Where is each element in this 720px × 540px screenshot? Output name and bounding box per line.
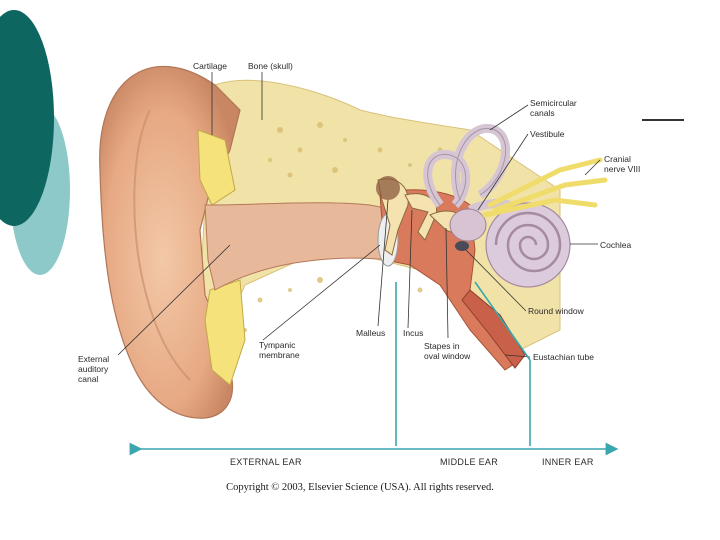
zone-external-ear: EXTERNAL EAR (230, 457, 302, 467)
label-semicircular-canals: Semicircular canals (530, 98, 577, 118)
label-malleus: Malleus (356, 328, 385, 338)
label-bone-skull: Bone (skull) (248, 61, 293, 71)
zone-inner-ear: INNER EAR (542, 457, 594, 467)
copyright-notice: Copyright © 2003, Elsevier Science (USA)… (0, 482, 720, 493)
label-external-auditory-canal: External auditory canal (78, 354, 109, 384)
label-tympanic-membrane: Tympanic membrane (259, 340, 300, 360)
label-cranial-nerve: Cranial nerve VIII (604, 154, 640, 174)
decorative-teal-shapes (0, 10, 70, 275)
label-round-window: Round window (528, 306, 584, 316)
label-vestibule: Vestibule (530, 129, 565, 139)
label-incus: Incus (403, 328, 423, 338)
label-cochlea: Cochlea (600, 240, 631, 250)
label-cartilage: Cartilage (193, 61, 227, 71)
cochlea-shape (486, 203, 570, 287)
label-stapes: Stapes in oval window (424, 341, 470, 361)
zone-middle-ear: MIDDLE EAR (440, 457, 498, 467)
round-window-shape (455, 241, 469, 251)
label-eustachian-tube: Eustachian tube (533, 352, 594, 362)
auditory-canal (205, 203, 395, 290)
vestibule-shape (450, 209, 486, 241)
